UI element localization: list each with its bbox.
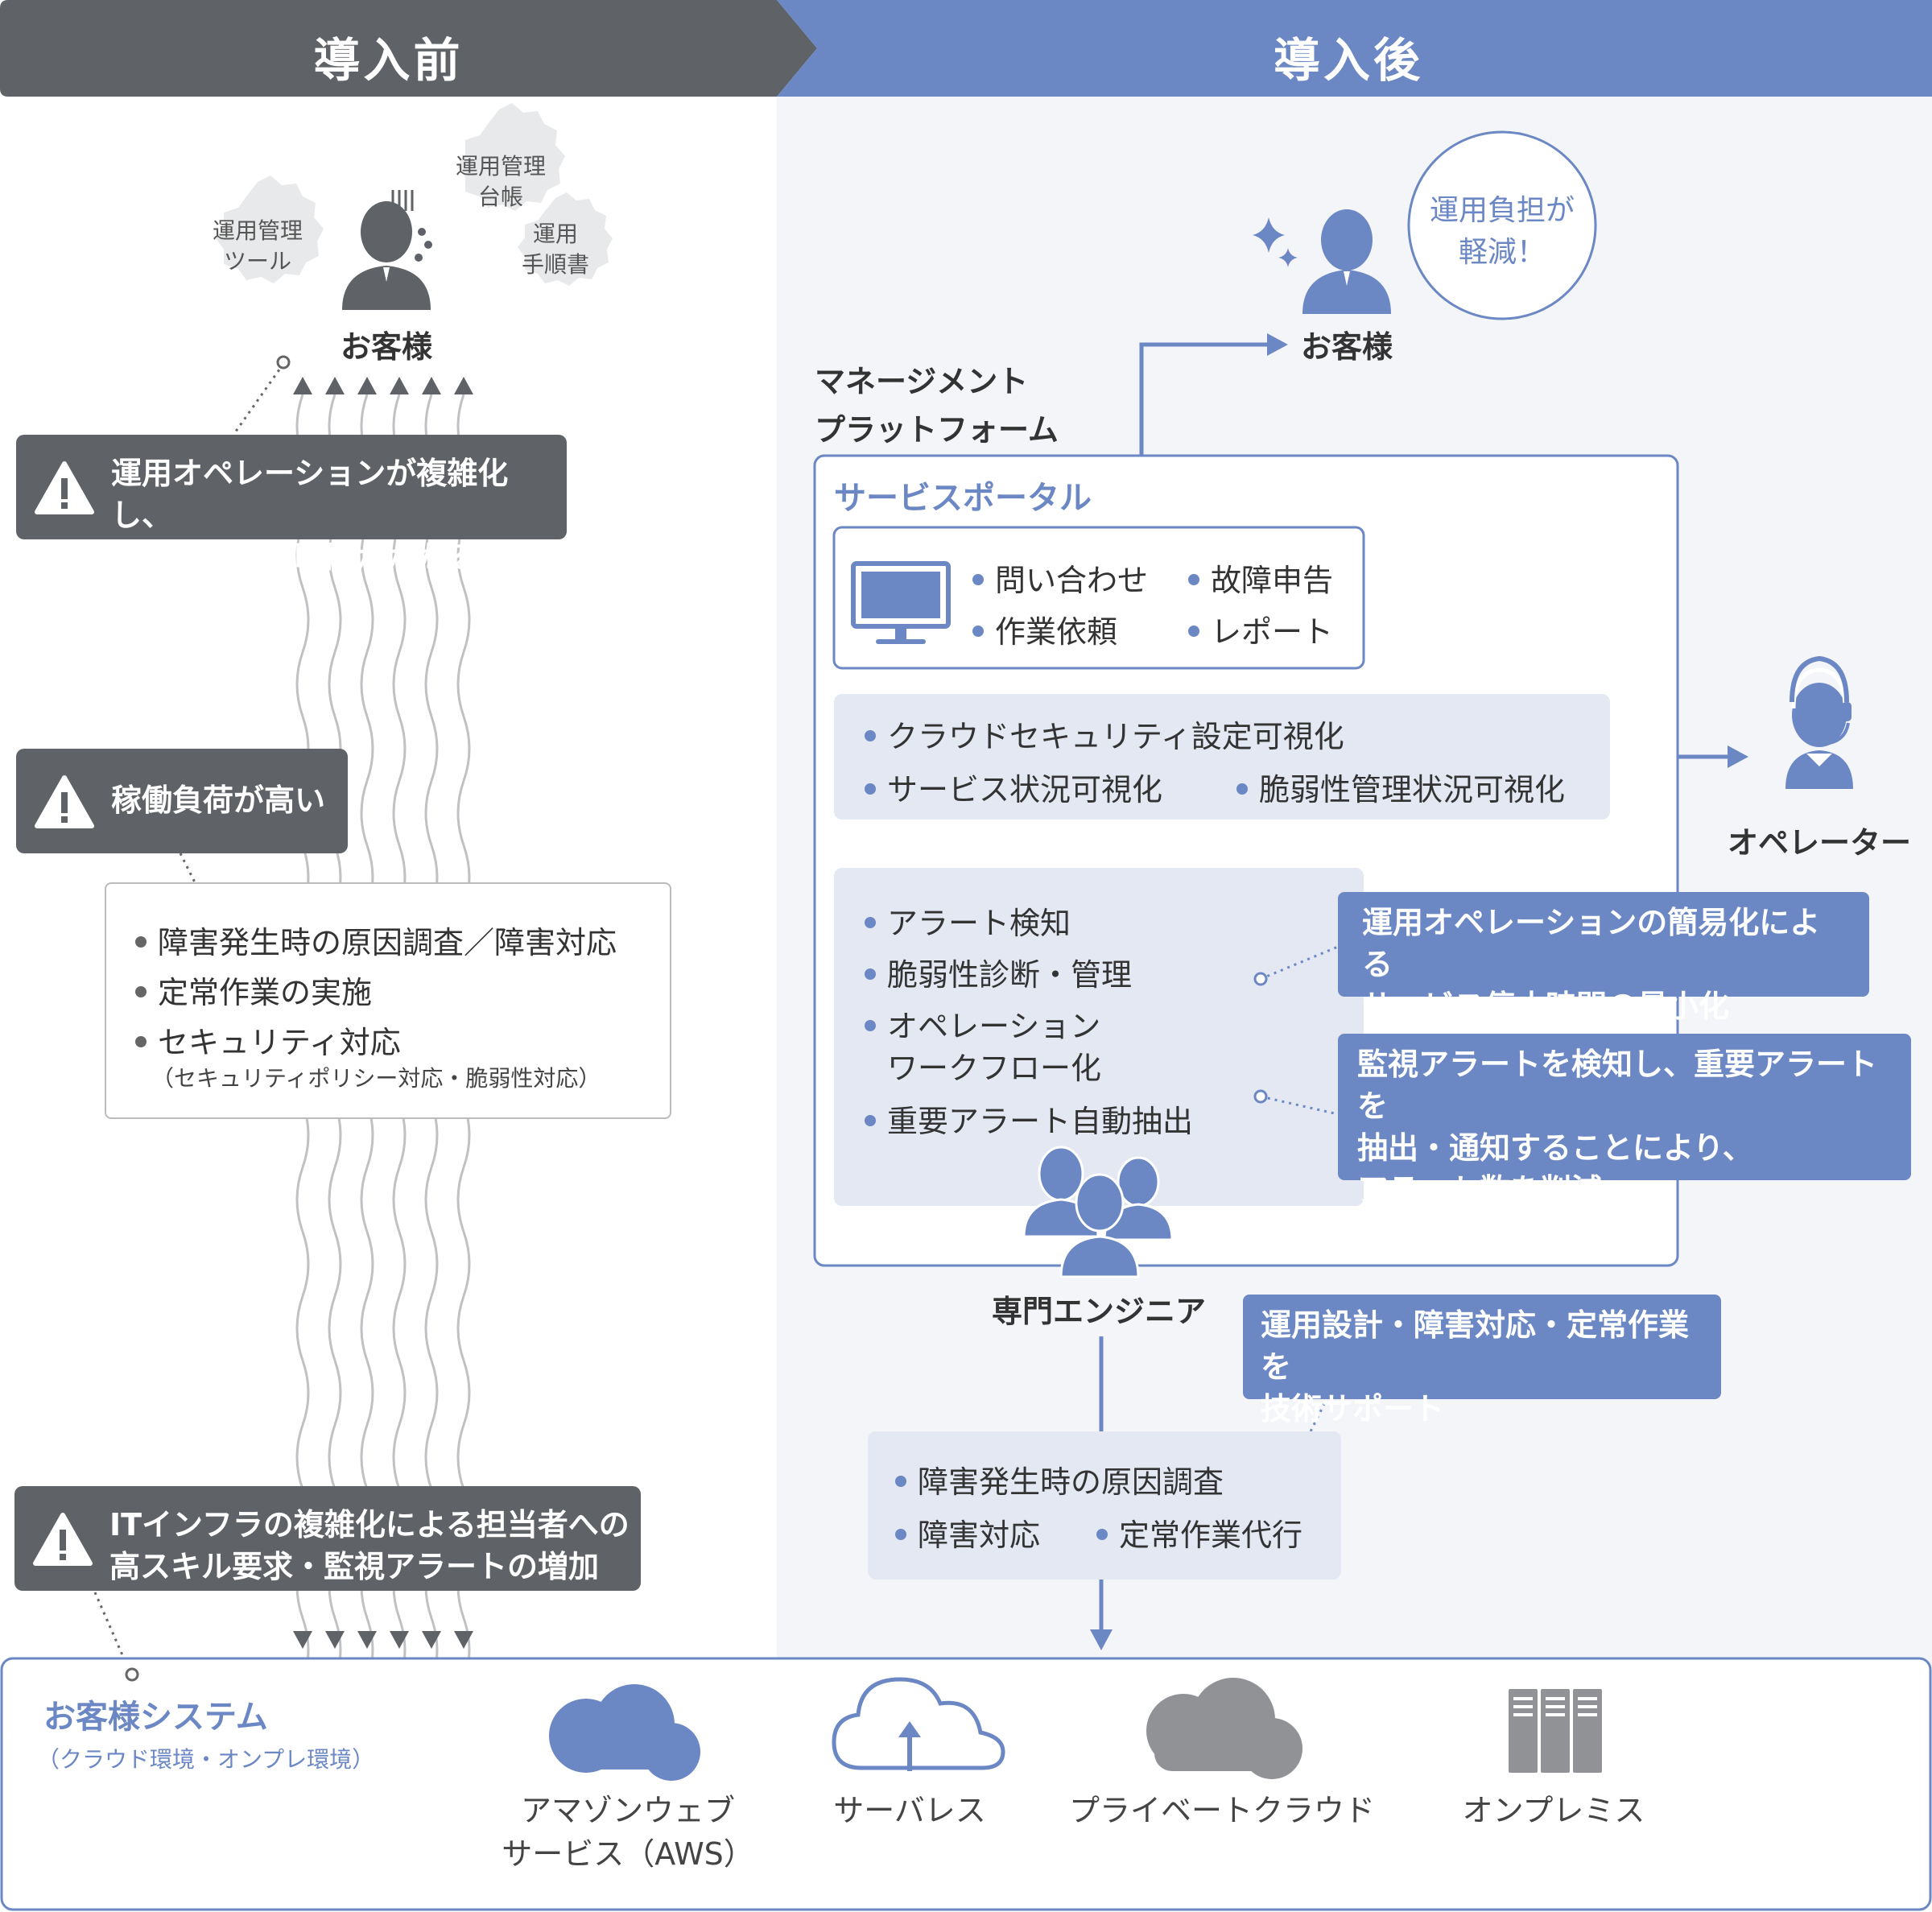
header-after-bar: [777, 0, 1932, 97]
customer-label-after: お客様: [1300, 329, 1393, 365]
warning-icon: [35, 461, 94, 514]
portal-title: サービスポータル: [834, 480, 1092, 517]
header-after: 導入後: [1273, 33, 1423, 88]
burden-bubble: 運用負担が軽減！: [1429, 194, 1575, 269]
bubble-manual: 運用手順書: [521, 221, 589, 278]
task-item: セキュリティ対応: [135, 1018, 401, 1062]
visual-item: 脆弱性管理状況可視化: [1236, 765, 1565, 809]
callout-tech-support: 運用設計・障害対応・定常作業を技術サポート: [1243, 1295, 1721, 1427]
task-item: 定常作業の実施: [135, 968, 372, 1012]
portal-item-fault-report: 故障申告: [1188, 555, 1333, 600]
person-icon: [342, 201, 431, 310]
customer-label-before: お客様: [340, 329, 432, 365]
platform-label: マネージメントプラットフォーム: [815, 364, 1059, 448]
header-before: 導入前: [313, 33, 464, 88]
cloud-icon: [1146, 1678, 1302, 1779]
warning-infra-complexity: ITインフラの複雑化による担当者への高スキル要求・監視アラートの増加: [14, 1486, 641, 1591]
task-note: （セキュリティポリシー対応・脆弱性対応）: [151, 1065, 601, 1092]
person-icon: [1302, 209, 1391, 314]
sparkle-icon: [1253, 217, 1298, 267]
down-arrows: [293, 1631, 473, 1649]
system-item-onpremise: オンプレミス: [1462, 1793, 1645, 1828]
serverless-cloud-icon: [832, 1677, 1005, 1771]
engineer-label: 専門エンジニア: [991, 1294, 1206, 1329]
callout-simplify: 運用オペレーションの簡易化によるサービス停止時間の最小化: [1338, 892, 1869, 1024]
portal-item-work-request: 作業依頼: [972, 607, 1117, 651]
alert-item: 重要アラート自動抽出: [865, 1096, 1193, 1141]
header-before-bar: [0, 0, 817, 97]
alert-item: アラート検知: [865, 898, 1071, 943]
up-arrows: [293, 377, 473, 394]
system-subtitle: （クラウド環境・オンプレ環境）: [37, 1746, 375, 1773]
system-item-private-cloud: プライベートクラウド: [1068, 1793, 1375, 1828]
task-item: 障害発生時の原因調査／障害対応: [135, 918, 617, 962]
alert-item-cont: ワークフロー化: [887, 1051, 1102, 1086]
monitor-icon: [851, 561, 951, 644]
visual-item: クラウドセキュリティ設定可視化: [865, 712, 1344, 756]
gear-bubbles: [216, 103, 613, 286]
warning-high-workload: 稼働負荷が高い: [16, 749, 348, 853]
task-box: 障害発生時の原因調査／障害対応 定常作業の実施 セキュリティ対応 （セキュリティ…: [105, 882, 671, 1119]
operator-headset-icon: [1785, 655, 1853, 789]
support-item: 障害発生時の原因調査: [895, 1457, 1224, 1501]
warning-icon: [33, 1513, 93, 1566]
callout-alert-reduction: 監視アラートを検知し、重要アラートを抽出・通知することにより、アラート数を削減: [1338, 1034, 1911, 1208]
bubble-ledger: 運用管理台帳: [455, 153, 546, 210]
engineers-icon: [1022, 1146, 1174, 1278]
warning-icon: [35, 775, 94, 828]
support-item: 定常作業代行: [1096, 1510, 1302, 1555]
system-item-serverless: サーバレス: [833, 1793, 986, 1828]
operator-label: オペレーター: [1727, 825, 1911, 861]
warning-complex-operation: 運用オペレーションが複雑化し、障害解決まで時間がかかる: [16, 435, 567, 575]
portal-item-report: レポート: [1188, 607, 1333, 651]
system-item-aws: アマゾンウェブサービス（AWS）: [502, 1793, 754, 1872]
cloud-icon: [549, 1684, 700, 1781]
bubble-tool: 運用管理ツール: [212, 217, 303, 275]
alert-item: 脆弱性診断・管理: [865, 950, 1132, 994]
support-item: 障害対応: [895, 1510, 1040, 1555]
alert-item: オペレーション: [865, 1001, 1100, 1046]
server-rack-icon: [1509, 1689, 1602, 1773]
system-title: お客様システム: [43, 1699, 268, 1736]
visual-item: サービス状況可視化: [865, 765, 1162, 809]
portal-item-inquiry: 問い合わせ: [972, 555, 1148, 600]
